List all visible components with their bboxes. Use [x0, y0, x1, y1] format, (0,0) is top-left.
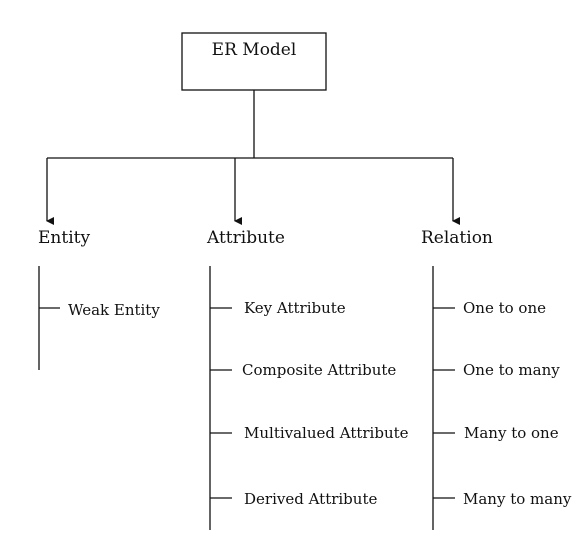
- category-relation: Relation One to one One to many Many to …: [421, 228, 572, 530]
- category-label-relation: Relation: [421, 228, 493, 248]
- tree-connectors: [46, 90, 460, 225]
- category-attribute: Attribute Key Attribute Composite Attrib…: [206, 228, 409, 530]
- attribute-item-key: Key Attribute: [244, 299, 346, 317]
- category-label-attribute: Attribute: [206, 228, 285, 248]
- attribute-item-composite: Composite Attribute: [242, 361, 396, 379]
- category-label-entity: Entity: [38, 228, 90, 248]
- relation-item-one-to-many: One to many: [463, 361, 560, 379]
- relation-item-many-to-one: Many to one: [464, 424, 559, 442]
- category-entity: Entity Weak Entity: [38, 228, 160, 370]
- attribute-item-derived: Derived Attribute: [244, 490, 377, 508]
- attribute-item-multivalued: Multivalued Attribute: [244, 424, 409, 442]
- entity-item-weak-entity: Weak Entity: [68, 301, 160, 319]
- relation-item-many-to-many: Many to many: [463, 490, 572, 508]
- root-node: ER Model: [181, 32, 327, 91]
- root-box: [181, 32, 327, 91]
- relation-item-one-to-one: One to one: [463, 299, 546, 317]
- root-label: ER Model: [212, 40, 297, 60]
